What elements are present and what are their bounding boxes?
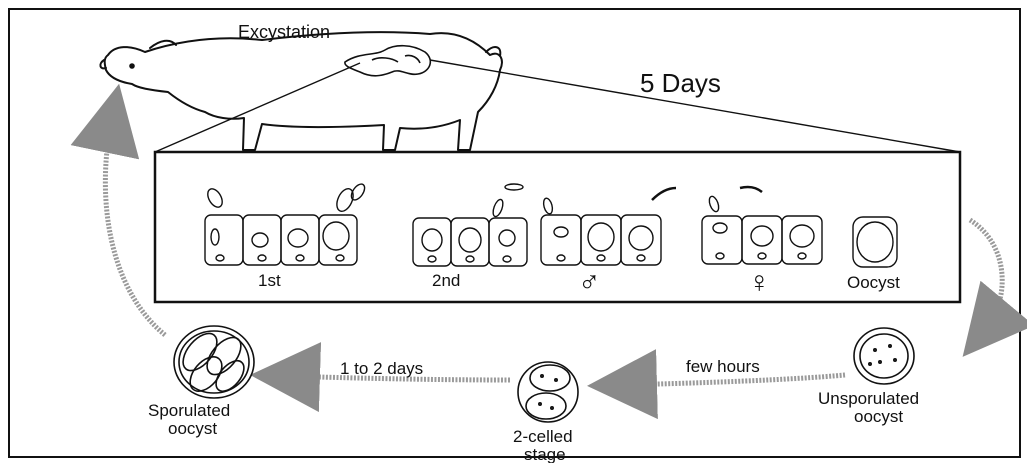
stage-1st-label: 1st (258, 271, 281, 290)
intestine-illustration (345, 46, 430, 76)
stage-2nd-label: 2nd (432, 271, 460, 290)
sporulated-label-line1: Sporulated (148, 401, 230, 420)
duration-label: 5 Days (640, 68, 721, 98)
sporulated-oocyst-illustration (174, 326, 254, 398)
unsporulated-label-line2: oocyst (854, 407, 903, 426)
unsporulated-oocyst-illustration (854, 328, 914, 384)
stage-oocyst-label: Oocyst (847, 273, 900, 292)
two-celled-label-line2: stage (524, 445, 566, 463)
two-celled-label-line1: 2-celled (513, 427, 573, 446)
arrow-box-to-unsporulated (970, 220, 1002, 330)
excystation-label: Excystation (238, 22, 330, 42)
few-hours-label: few hours (686, 357, 760, 376)
stage-male-label: ♂ (578, 266, 601, 299)
zoom-lines (155, 60, 960, 152)
stage-female-label: ♀ (748, 266, 771, 299)
sporulated-label-line2: oocyst (168, 419, 217, 438)
arrow-unsporulated-to-two-celled (622, 375, 845, 385)
one-to-two-days-label: 1 to 2 days (340, 359, 423, 378)
pig-illustration (100, 32, 502, 150)
unsporulated-label-line1: Unsporulated (818, 389, 919, 408)
two-celled-stage-illustration (518, 362, 578, 422)
